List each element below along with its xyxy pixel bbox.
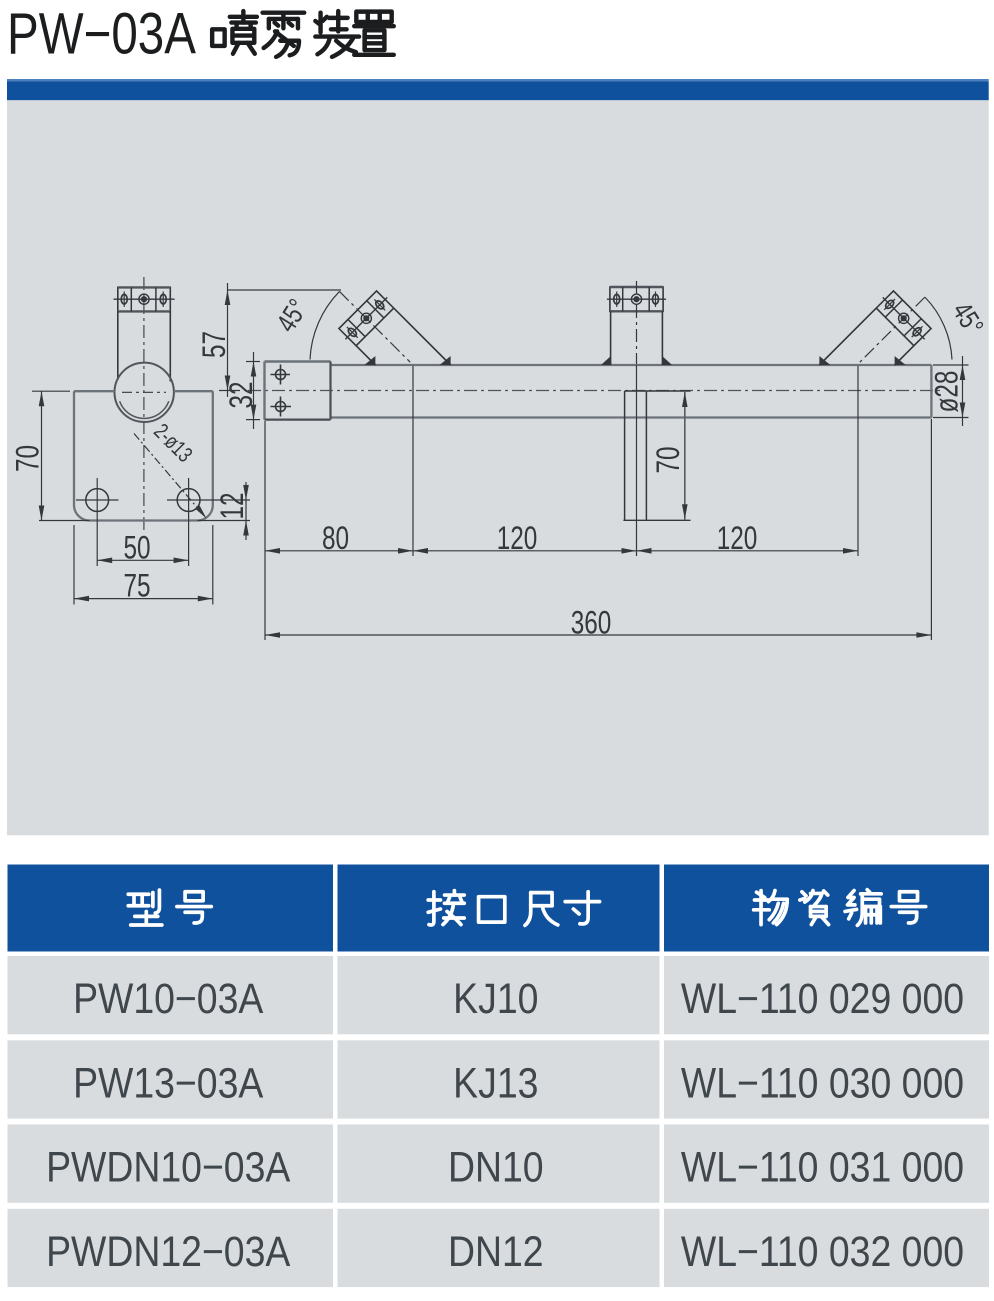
svg-text:DN10: DN10 xyxy=(448,1143,544,1191)
svg-text:75: 75 xyxy=(123,568,150,604)
svg-text:PWDN10−03A: PWDN10−03A xyxy=(46,1143,290,1191)
svg-text:PW10−03A: PW10−03A xyxy=(73,975,263,1023)
svg-text:DN12: DN12 xyxy=(448,1227,544,1275)
svg-text:32: 32 xyxy=(224,381,260,408)
svg-text:PW−03A: PW−03A xyxy=(7,2,197,67)
svg-text:120: 120 xyxy=(717,521,758,557)
svg-text:120: 120 xyxy=(497,521,538,557)
svg-text:KJ13: KJ13 xyxy=(453,1059,538,1107)
svg-text:80: 80 xyxy=(322,521,349,557)
svg-text:WL−110 032 000: WL−110 032 000 xyxy=(681,1227,964,1275)
svg-text:WL−110 031 000: WL−110 031 000 xyxy=(681,1143,964,1191)
svg-text:360: 360 xyxy=(571,605,612,641)
svg-text:12: 12 xyxy=(215,492,251,519)
svg-text:KJ10: KJ10 xyxy=(453,975,538,1023)
svg-text:PW13−03A: PW13−03A xyxy=(73,1059,263,1107)
svg-text:PWDN12−03A: PWDN12−03A xyxy=(46,1227,290,1275)
svg-text:WL−110 030 000: WL−110 030 000 xyxy=(681,1059,964,1107)
svg-text:57: 57 xyxy=(197,331,233,358)
svg-text:ø28: ø28 xyxy=(929,371,965,413)
svg-text:70: 70 xyxy=(651,446,687,473)
svg-text:WL−110 029 000: WL−110 029 000 xyxy=(681,975,964,1023)
svg-text:70: 70 xyxy=(10,445,46,472)
svg-text:50: 50 xyxy=(123,530,150,566)
